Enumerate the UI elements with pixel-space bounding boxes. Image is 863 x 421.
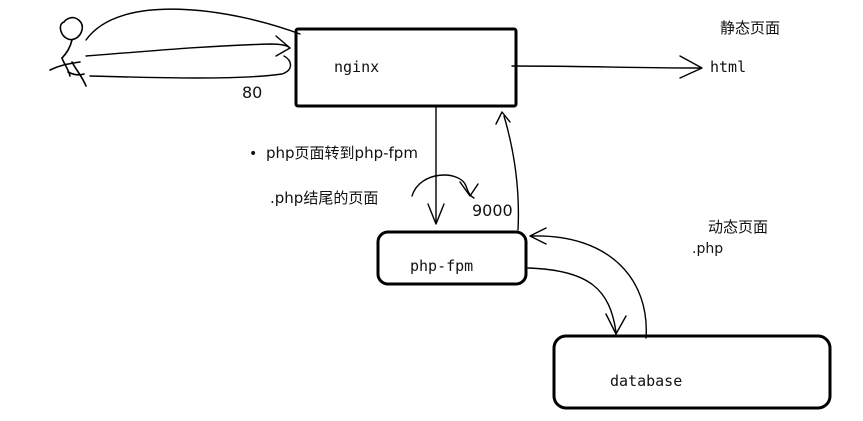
user-figure-icon: [49, 16, 87, 87]
php-fpm-box: [376, 230, 528, 286]
php-fpm-to-nginx-arrow: [495, 111, 520, 231]
dynamic-ext-label: .php: [692, 241, 723, 257]
nginx-to-php-fpm-arrow: [411, 105, 479, 225]
nginx-box: [294, 27, 518, 108]
database-box: [552, 334, 832, 410]
html-label: html: [710, 58, 746, 76]
user-to-nginx-arrows: [85, 8, 301, 79]
static-page-label: 静态页面: [720, 19, 780, 37]
nginx-label: nginx: [334, 58, 379, 76]
port-80-label: 80: [242, 83, 262, 102]
database-label: database: [610, 372, 682, 390]
suffix-note: .php结尾的页面: [270, 189, 378, 207]
dynamic-page-label: 动态页面: [708, 218, 768, 236]
php-fpm-label: php-fpm: [410, 257, 473, 275]
port-9000-label: 9000: [472, 201, 513, 220]
nginx-to-html-arrow: [511, 55, 703, 79]
forward-note: php页面转到php-fpm: [266, 144, 418, 162]
forward-note-bullet-icon: •: [249, 146, 257, 162]
php-fpm-database-arrows: [527, 227, 647, 339]
